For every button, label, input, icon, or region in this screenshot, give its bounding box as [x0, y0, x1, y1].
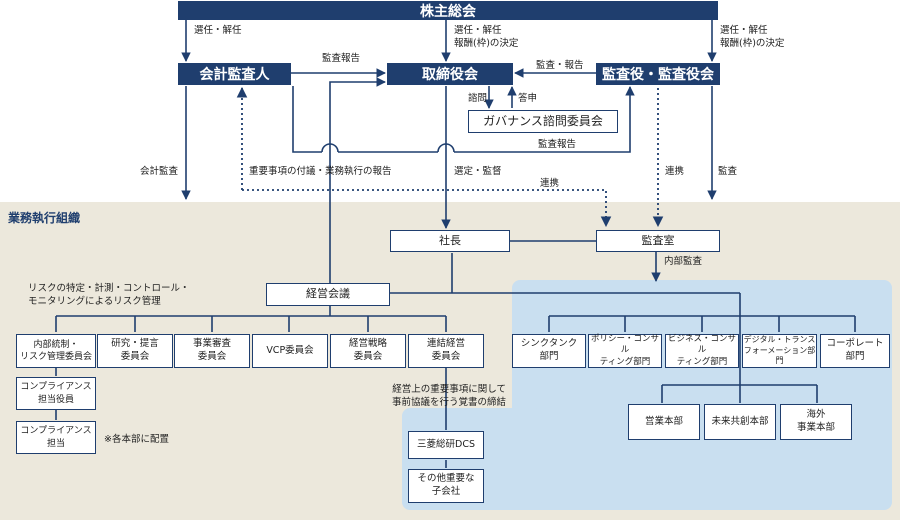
assigned-note: ※各本部に配置: [104, 434, 169, 445]
department-corporate: コーポレート 部門: [820, 334, 890, 368]
subsidiary-dcs: 三菱総研DCS: [408, 431, 484, 459]
department-think-tank: シンクタンク 部門: [512, 334, 586, 368]
appoint-dismiss-comp-label-right: 選任・解任 報酬(枠)の決定: [720, 25, 785, 49]
board-of-directors: 取締役会: [387, 63, 513, 85]
cooperation-label-right: 連携: [665, 166, 685, 177]
shareholders-meeting: 株主総会: [178, 1, 718, 20]
audit-label: 監査: [718, 166, 738, 177]
governance-committee: ガバナンス諮問委員会: [468, 110, 618, 133]
committee-internal-control: 内部統制・ リスク管理委員会: [16, 334, 96, 368]
section-title: 業務執行組織: [8, 211, 81, 225]
committee-research: 研究・提言 委員会: [97, 334, 173, 368]
elect-supervise-label: 選定・監督: [454, 166, 502, 177]
compliance-staff: コンプライアンス 担当: [16, 421, 96, 454]
important-matters-label: 重要事項の付議・業務執行の報告: [249, 166, 392, 177]
risk-management-text: リスクの特定・計測・コントロール・ モニタリングによるリスク管理: [28, 283, 190, 307]
division-future-co-creation: 未来共創本部: [704, 404, 776, 440]
committee-business-review: 事業審査 委員会: [174, 334, 250, 368]
agreement-text: 経営上の重要事項に関して 事前協議を行う覚書の締結: [391, 384, 506, 408]
management-meeting: 経営会議: [266, 283, 390, 306]
audit-report-label-bottom: 監査報告: [538, 139, 577, 150]
audit-report-label-left: 監査報告: [322, 53, 361, 64]
committee-vcp: VCP委員会: [252, 334, 328, 368]
division-sales: 営業本部: [628, 404, 700, 440]
reply-label: 答申: [518, 93, 538, 104]
accounting-auditor: 会計監査人: [178, 63, 291, 85]
internal-audit-label: 内部監査: [664, 256, 703, 267]
accounting-audit-label: 会計監査: [140, 166, 179, 177]
committee-consolidated: 連結経営 委員会: [408, 334, 484, 368]
subsidiary-others: その他重要な 子会社: [408, 469, 484, 503]
audit-board: 監査役・監査役会: [596, 63, 720, 85]
department-business-consulting: ビジネス・コンサル ティング部門: [665, 334, 739, 368]
division-overseas: 海外 事業本部: [780, 404, 852, 440]
audit-report-label-right: 監査・報告: [536, 60, 584, 71]
appoint-dismiss-comp-label-left: 選任・解任 報酬(枠)の決定: [454, 25, 519, 49]
compliance-officer: コンプライアンス 担当役員: [16, 377, 96, 410]
committee-strategy: 経営戦略 委員会: [330, 334, 406, 368]
department-digital-transformation: デジタル・トランス フォーメーション部門: [742, 334, 817, 368]
department-policy-consulting: ポリシー・コンサル ティング部門: [588, 334, 662, 368]
consult-label: 諮問: [468, 93, 488, 104]
audit-office: 監査室: [596, 230, 720, 252]
appoint-dismiss-label: 選任・解任: [194, 25, 242, 36]
cooperation-label-mid: 連携: [540, 178, 560, 189]
president: 社長: [390, 230, 510, 252]
